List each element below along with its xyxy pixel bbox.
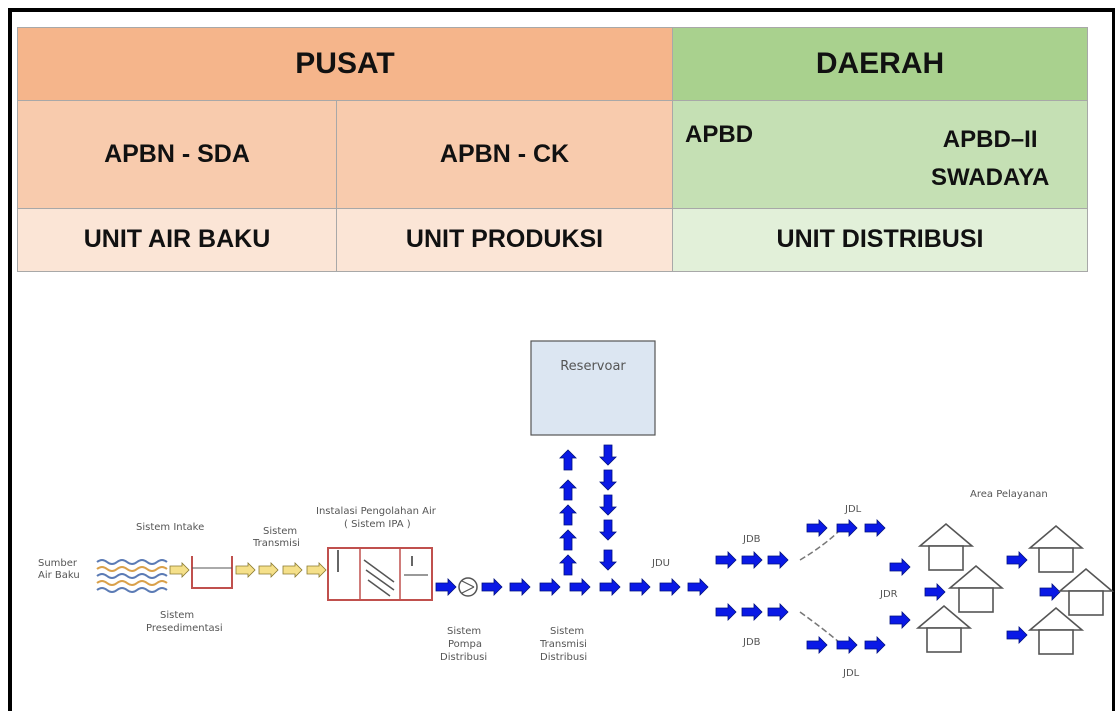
jdu-label: JDU (651, 558, 670, 569)
page-frame (8, 8, 1115, 711)
transmisi-label-1: Sistem (263, 526, 297, 537)
pump-icon (458, 577, 478, 597)
house-icon (949, 565, 1003, 613)
apbn-ck-cell: APBN - CK (335, 100, 674, 209)
unit-distribusi-cell: UNIT DISTRIBUSI (672, 207, 1089, 273)
pusat-header: PUSAT (16, 26, 674, 102)
water-source-icon (96, 559, 168, 593)
sumber-label-1: Sumber (38, 558, 78, 569)
intake-label: Sistem Intake (136, 522, 204, 533)
swadaya-label: SWADAYA (931, 164, 1050, 192)
pompa-label-3: Distribusi (440, 652, 487, 663)
apbd-ii-group: APBD–II SWADAYA (931, 121, 1049, 197)
area-label: Area Pelayanan (970, 489, 1048, 500)
transmisi-label-2: Transmisi (252, 538, 300, 549)
apbd-ii-label: APBD–II (942, 126, 1038, 154)
reservoir-label: Reservoar (560, 359, 626, 374)
jdb-bottom-label: JDB (742, 637, 761, 648)
apbd-cell: APBD APBD–II SWADAYA (672, 100, 1089, 209)
unit-air-baku-cell: UNIT AIR BAKU (17, 207, 337, 273)
funding-table: PUSAT DAERAH APBN - SDA APBN - CK APBD A… (16, 26, 1089, 273)
house-icon (919, 523, 973, 571)
transdist-label-3: Distribusi (540, 652, 587, 663)
apbd-label: APBD (685, 121, 754, 149)
jdl-bottom-label: JDL (842, 668, 860, 679)
jdb-top-label: JDB (742, 534, 761, 545)
transdist-label-1: Sistem (550, 626, 584, 637)
sumber-label-2: Air Baku (38, 570, 80, 581)
presedimentation-tank-icon (191, 556, 233, 589)
presed-label-1: Sistem (160, 610, 194, 621)
treatment-plant-icon (327, 547, 433, 601)
daerah-header: DAERAH (672, 26, 1089, 102)
presed-label-2: Presedimentasi (146, 623, 223, 634)
ipa-label-2: ( Sistem IPA ) (344, 519, 411, 530)
transdist-label-2: Transmisi (539, 639, 587, 650)
reservoir-box (530, 340, 656, 436)
jdr-label: JDR (879, 589, 898, 600)
apbn-sda-cell: APBN - SDA (17, 100, 337, 209)
pompa-label-2: Pompa (448, 639, 482, 650)
house-icon (917, 605, 971, 653)
house-icon (1029, 525, 1083, 573)
pompa-label-1: Sistem (447, 626, 481, 637)
unit-produksi-cell: UNIT PRODUKSI (335, 207, 674, 273)
jdl-top-label: JDL (844, 504, 862, 515)
house-icon (1059, 568, 1113, 616)
ipa-label-1: Instalasi Pengolahan Air (316, 506, 437, 517)
